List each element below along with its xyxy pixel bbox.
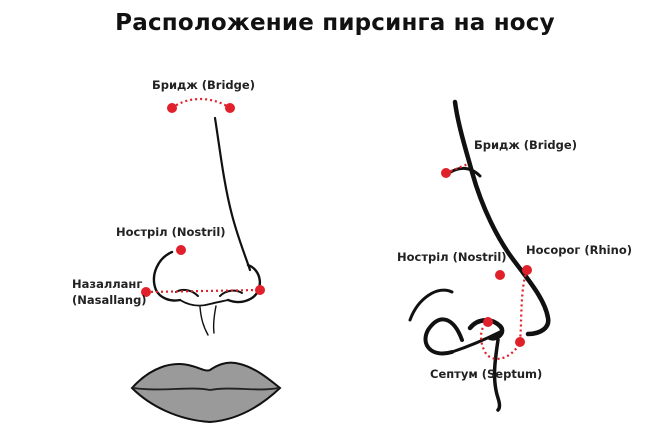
page-title: Расположение пирсинга на носу [115,10,555,36]
front-bridge-dot-right [225,103,235,113]
side-bridge-dot [441,168,451,178]
front-bridge-dot-left [167,103,177,113]
front-nostril-dot [176,245,186,255]
side-nostril-dot [495,270,505,280]
side-rhino-label: Носорог (Rhino) [526,243,632,257]
front-nasallang-label-line2: (Nasallang) [72,293,147,307]
side-septum-label: Септум (Septum) [430,367,543,381]
front-nasallang-dot-left [141,287,151,297]
front-nose-drawing [152,116,261,336]
front-bridge-piercing-line [171,98,231,109]
front-nasallang-label-line1: Назалланг [72,277,143,291]
front-nasallang-piercing-line [145,288,261,294]
side-bridge-piercing-line [445,162,469,175]
side-septum-dot-lower [515,337,525,347]
side-rhino-septum-line [479,269,529,360]
side-rhino-dot [522,265,532,275]
side-piercing-marks [441,162,532,360]
front-nostril-label: Ностріл (Nostril) [116,225,226,239]
side-septum-dot-upper [483,317,493,327]
side-nostril-label: Ностріл (Nostril) [397,250,507,264]
front-nasallang-dot-right [255,285,265,295]
front-piercing-marks [141,98,265,297]
front-bridge-label: Бридж (Bridge) [152,78,255,92]
lips-drawing [130,361,282,424]
side-bridge-label: Бридж (Bridge) [474,138,577,152]
